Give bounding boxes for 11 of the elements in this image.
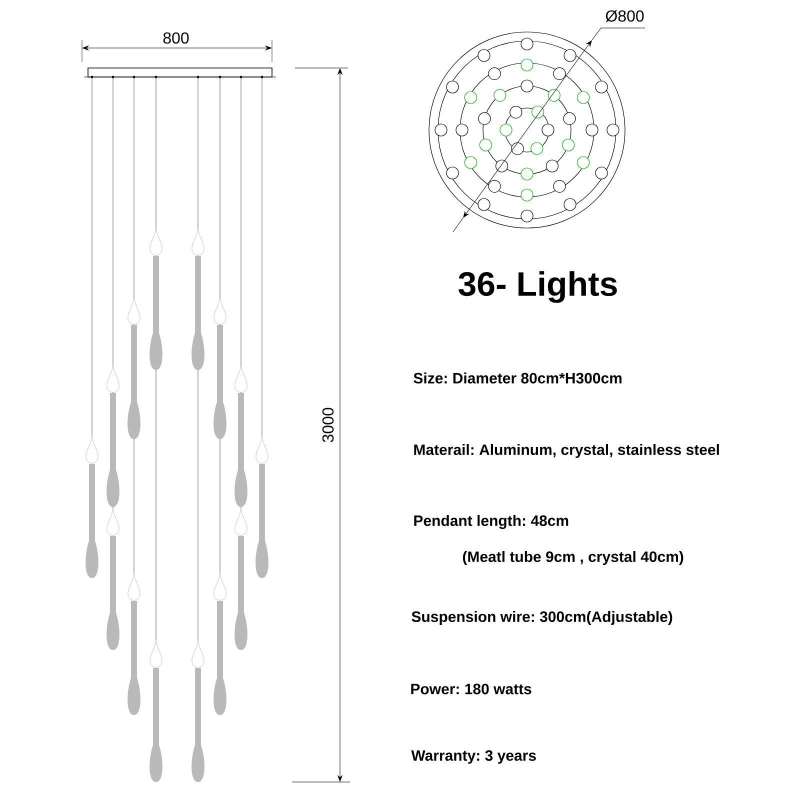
dimension-label: 800 <box>163 32 189 44</box>
spec-text: Warranty: 3 years <box>411 750 536 764</box>
spec-text: Size: Diameter 80cm*H300cm <box>414 372 622 384</box>
spec-text: Suspension wire: 300cm(Adjustable) <box>412 611 672 625</box>
heading: 36- Lights <box>458 271 617 303</box>
dimension-label: Ø800 <box>606 10 644 22</box>
spec-text: (Meatl tube 9cm , crystal 40cm) <box>462 551 684 565</box>
spec-text: Materail: Aluminum, crystal, stainless steel <box>414 444 719 458</box>
dimension-label: 3000 <box>322 408 334 442</box>
spec-text: Pendant length: 48cm <box>414 514 568 530</box>
spec-text: Power: 180 watts <box>411 684 532 694</box>
